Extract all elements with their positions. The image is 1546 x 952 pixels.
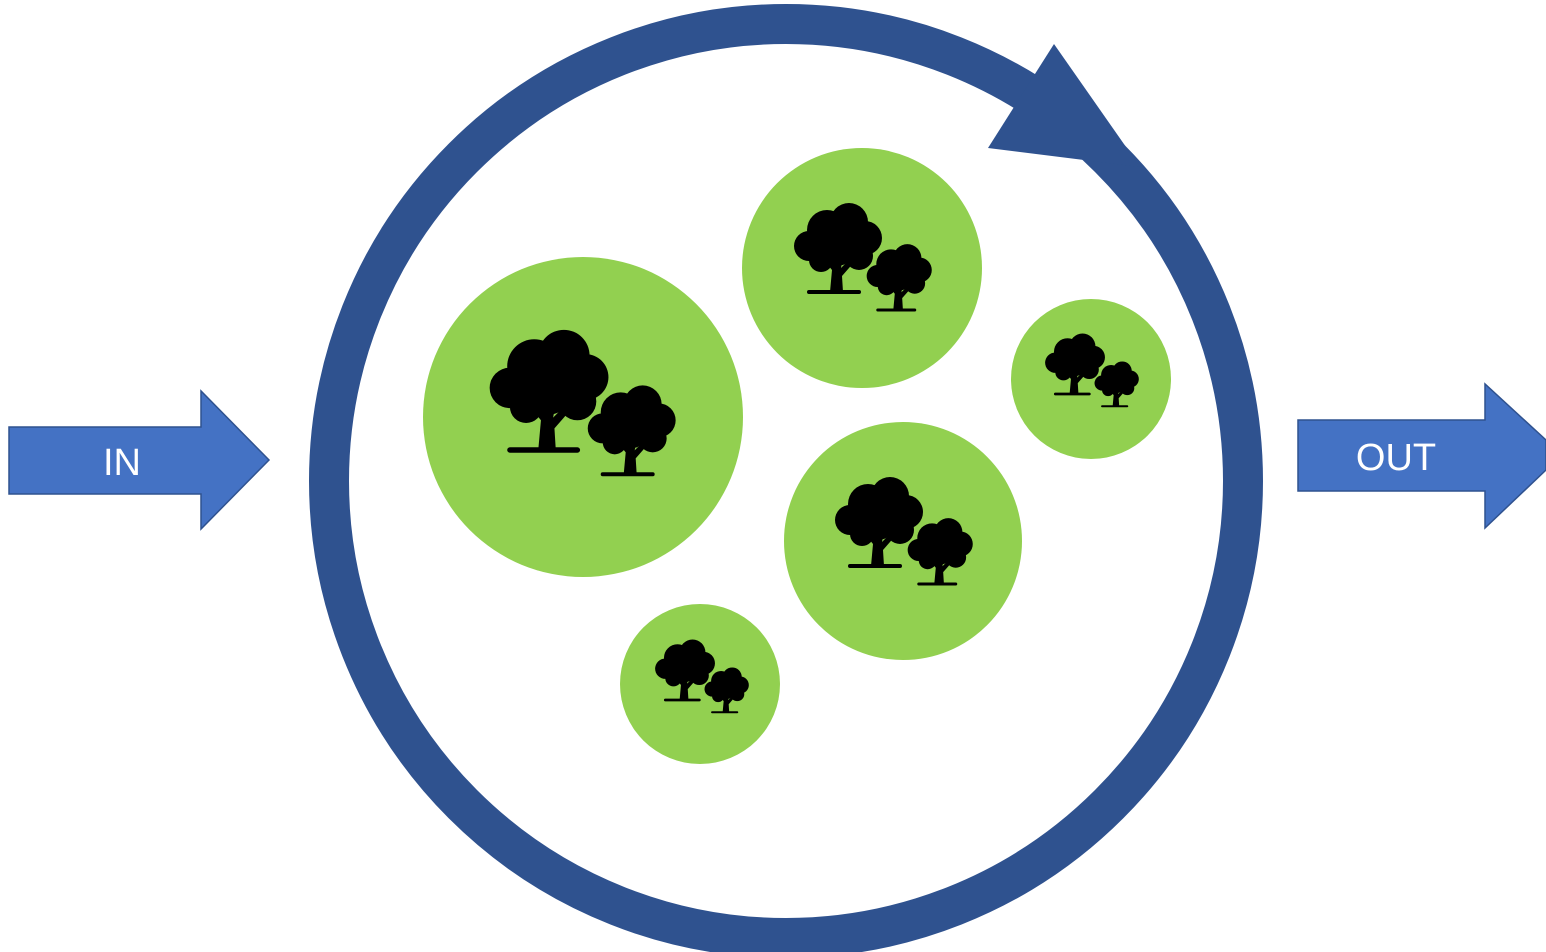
patch-right-small — [1011, 299, 1171, 459]
circular-arrow-icon — [309, 4, 1263, 952]
patch-circle — [1011, 299, 1171, 459]
patch-top — [742, 148, 982, 388]
cycle-ring — [309, 4, 1263, 952]
arrow-right-icon — [1297, 382, 1546, 530]
arrow-right-icon — [8, 389, 271, 531]
output-arrow: OUT — [1297, 382, 1546, 530]
input-arrow: IN — [8, 389, 271, 531]
patch-large — [423, 257, 743, 577]
cycle-arrowhead — [988, 44, 1140, 167]
patch-middle — [784, 422, 1022, 660]
input-arrow-label: IN — [103, 442, 141, 484]
patch-bottom-small — [620, 604, 780, 764]
output-arrow-label: OUT — [1356, 437, 1436, 479]
